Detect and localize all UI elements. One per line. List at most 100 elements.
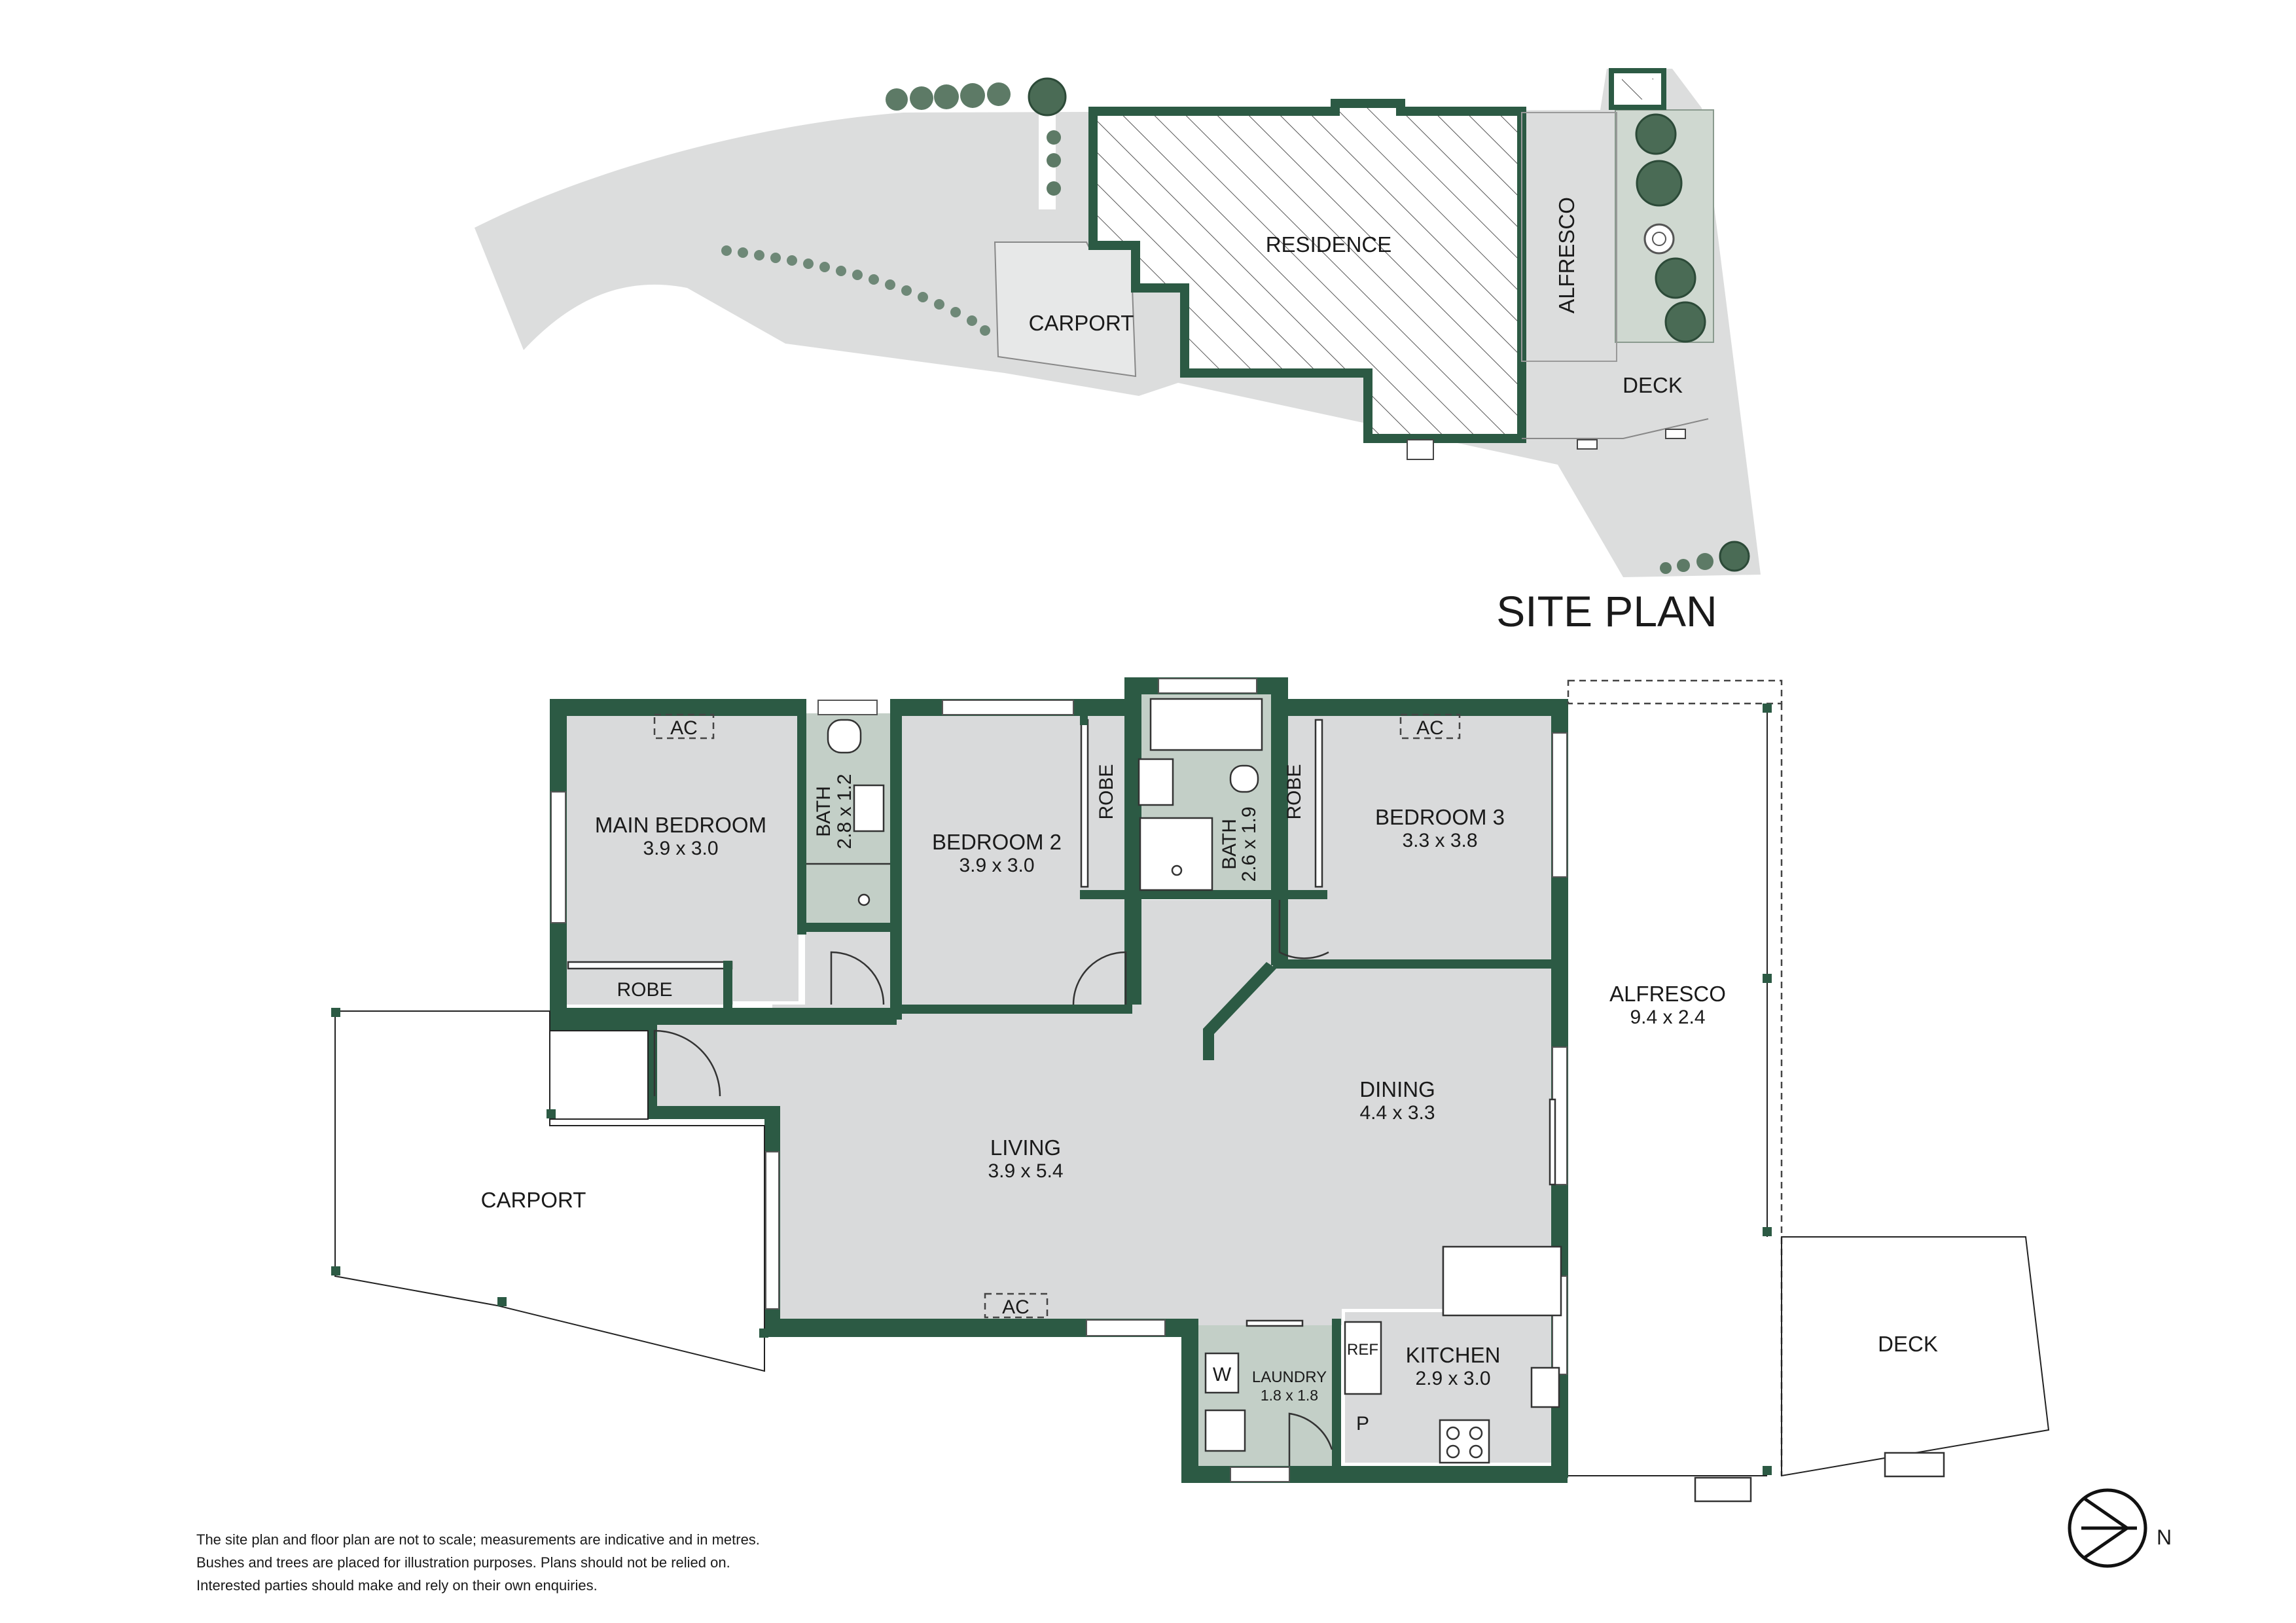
alfresco-post (1763, 974, 1772, 983)
bedroom-2-door-swing (1072, 951, 1127, 1005)
alfresco-name: ALFRESCO (1609, 982, 1726, 1006)
deck-outline (1781, 1236, 2050, 1477)
bedroom-3-door-swing (1278, 900, 1329, 959)
alfresco-steps (1694, 1476, 1752, 1503)
bush-icon (1696, 553, 1713, 570)
dining-name: DINING (1359, 1077, 1435, 1101)
ac-unit-icon (653, 713, 715, 740)
washer-icon (1204, 1352, 1240, 1394)
pantry-label: P (1356, 1413, 1369, 1435)
tree-icon (1664, 301, 1706, 343)
tree-icon (1635, 113, 1677, 155)
tree-icon (1655, 257, 1696, 299)
site-steps-2 (1577, 439, 1598, 450)
front-door-swing (653, 1029, 721, 1097)
kitchen-name: KITCHEN (1406, 1343, 1501, 1367)
porch-post (547, 1109, 556, 1118)
floor-plan: AC AC AC REF P W MAIN BEDROOM 3.9 x 3.0 … (331, 677, 2050, 1503)
bedroom-2-name: BEDROOM 2 (932, 830, 1062, 854)
carport-post (497, 1297, 507, 1306)
hallway-floor (805, 929, 900, 1005)
site-plan-title: SITE PLAN (1496, 587, 1717, 635)
vanity-basin-icon (1138, 758, 1174, 806)
burner-icon (1446, 1444, 1460, 1459)
robe-2-label: ROBE (1096, 764, 1117, 819)
ensuite-size: 2.8 x 1.2 (834, 774, 855, 849)
kitchen-sink-icon (1530, 1366, 1560, 1408)
robe-3-label: ROBE (1283, 764, 1305, 819)
robe-post (1080, 713, 1088, 725)
bush-icon (910, 86, 933, 110)
site-alfresco-label: ALFRESCO (1554, 197, 1579, 313)
bedroom-3-name: BEDROOM 3 (1375, 805, 1505, 829)
tree-icon (1028, 77, 1067, 116)
sliding-door-icon (1549, 1098, 1556, 1186)
carport-name: CARPORT (481, 1188, 586, 1212)
burner-icon (1446, 1426, 1460, 1440)
carport-post (331, 1008, 340, 1017)
site-residence (1088, 99, 1526, 443)
disclaimer-line-3: Interested parties should make and rely … (196, 1577, 598, 1594)
site-residence-label: RESIDENCE (1266, 232, 1392, 257)
bedroom-2-floor (900, 713, 1132, 1005)
bush-icon (1047, 130, 1061, 145)
living-dining-floor (655, 900, 1564, 1325)
laundry-tub-icon (1204, 1409, 1246, 1452)
deck-steps (1884, 1452, 1945, 1478)
burner-icon (1469, 1426, 1483, 1440)
site-carport-label: CARPORT (1029, 311, 1134, 335)
main-robe-door (567, 961, 733, 970)
alfresco-size: 9.4 x 2.4 (1630, 1007, 1705, 1028)
alfresco-post (1763, 1227, 1772, 1236)
fridge-icon (1344, 1321, 1382, 1395)
bush-icon (1660, 562, 1672, 574)
kitchen-island-bench (1442, 1245, 1562, 1317)
site-hedge-row (721, 245, 990, 336)
main-bedroom-size: 3.9 x 3.0 (643, 838, 718, 859)
ensuite-toilet-icon (827, 719, 862, 754)
bush-icon (1047, 153, 1061, 168)
cooktop-icon (1439, 1419, 1490, 1464)
bedroom-2-size: 3.9 x 3.0 (959, 855, 1034, 876)
carport-post (331, 1266, 340, 1275)
robe-2-door (1080, 719, 1089, 888)
main-bedroom-name: MAIN BEDROOM (595, 813, 766, 837)
ensuite-shower-icon (857, 893, 870, 906)
ensuite-name: BATH (813, 786, 834, 837)
kitchen-size: 2.9 x 3.0 (1415, 1368, 1490, 1389)
site-steps-3 (1665, 429, 1686, 439)
ac-unit-icon (984, 1293, 1049, 1319)
robe-main-label: ROBE (617, 979, 672, 1001)
site-steps (1407, 439, 1434, 460)
main-bedroom-door-swing (830, 951, 885, 1005)
shower-drain-icon (1171, 865, 1183, 876)
laundry-size: 1.8 x 1.8 (1261, 1387, 1318, 1404)
toilet-icon (1229, 764, 1259, 793)
ac-unit-icon (1399, 713, 1461, 740)
fountain-icon (1643, 223, 1675, 255)
ac-bed3-label: AC (1416, 717, 1444, 739)
alfresco-post (1763, 1466, 1772, 1475)
tree-icon (1719, 541, 1750, 572)
site-deck-edge (1522, 418, 1709, 439)
bush-icon (960, 83, 985, 108)
laundry-name: LAUNDRY (1252, 1368, 1327, 1386)
disclaimer-line-2: Bushes and trees are placed for illustra… (196, 1554, 730, 1571)
shower-icon (1139, 817, 1213, 891)
dining-size: 4.4 x 3.3 (1359, 1102, 1435, 1124)
disclaimer-line-1: The site plan and floor plan are not to … (196, 1531, 760, 1548)
deck-name: DECK (1878, 1332, 1938, 1356)
tree-icon (1636, 160, 1683, 207)
bedroom-3-size: 3.3 x 3.8 (1402, 830, 1477, 851)
bush-icon (934, 84, 959, 109)
bush-icon (987, 82, 1011, 106)
robe-wall (723, 961, 732, 1013)
bath-size: 2.6 x 1.9 (1238, 806, 1260, 882)
washer-label: W (1213, 1364, 1232, 1385)
ac-main-label: AC (670, 717, 698, 739)
laundry-door-swing (1288, 1412, 1333, 1466)
robe-3-door (1314, 719, 1323, 888)
carport-post (759, 1329, 768, 1338)
bush-icon (1047, 181, 1061, 196)
